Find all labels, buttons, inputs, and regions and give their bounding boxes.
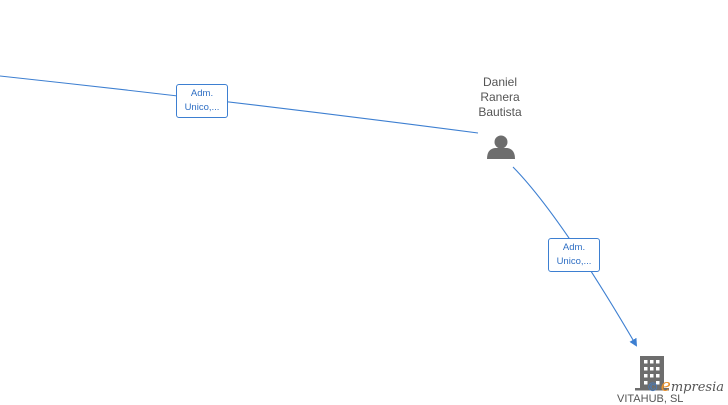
person-name-line1: Daniel <box>482 75 518 89</box>
person-name[interactable]: Daniel Ranera Bautista <box>460 75 540 120</box>
edge-label-1[interactable]: Adm. Unico,... <box>176 84 228 118</box>
person-name-line3: Bautista <box>478 105 522 119</box>
edge-incoming <box>0 75 479 134</box>
person-name-line2: Ranera <box>480 90 520 104</box>
edge-label-1-line1: Adm. <box>190 88 214 99</box>
person-icon[interactable] <box>487 135 515 160</box>
brand-name: mpresia <box>670 380 724 395</box>
edge-label-2-line2: Unico,... <box>556 256 592 267</box>
copyright-symbol: © <box>646 380 659 394</box>
brand-initial: e <box>660 376 671 396</box>
edge-label-1-line2: Unico,... <box>184 102 220 113</box>
edge-label-2[interactable]: Adm. Unico,... <box>548 238 600 272</box>
edge-to-company <box>512 166 638 347</box>
building-icon[interactable] <box>635 356 669 391</box>
edge-label-2-line1: Adm. <box>562 242 586 253</box>
empresia-logo: ©empresia <box>647 376 724 396</box>
